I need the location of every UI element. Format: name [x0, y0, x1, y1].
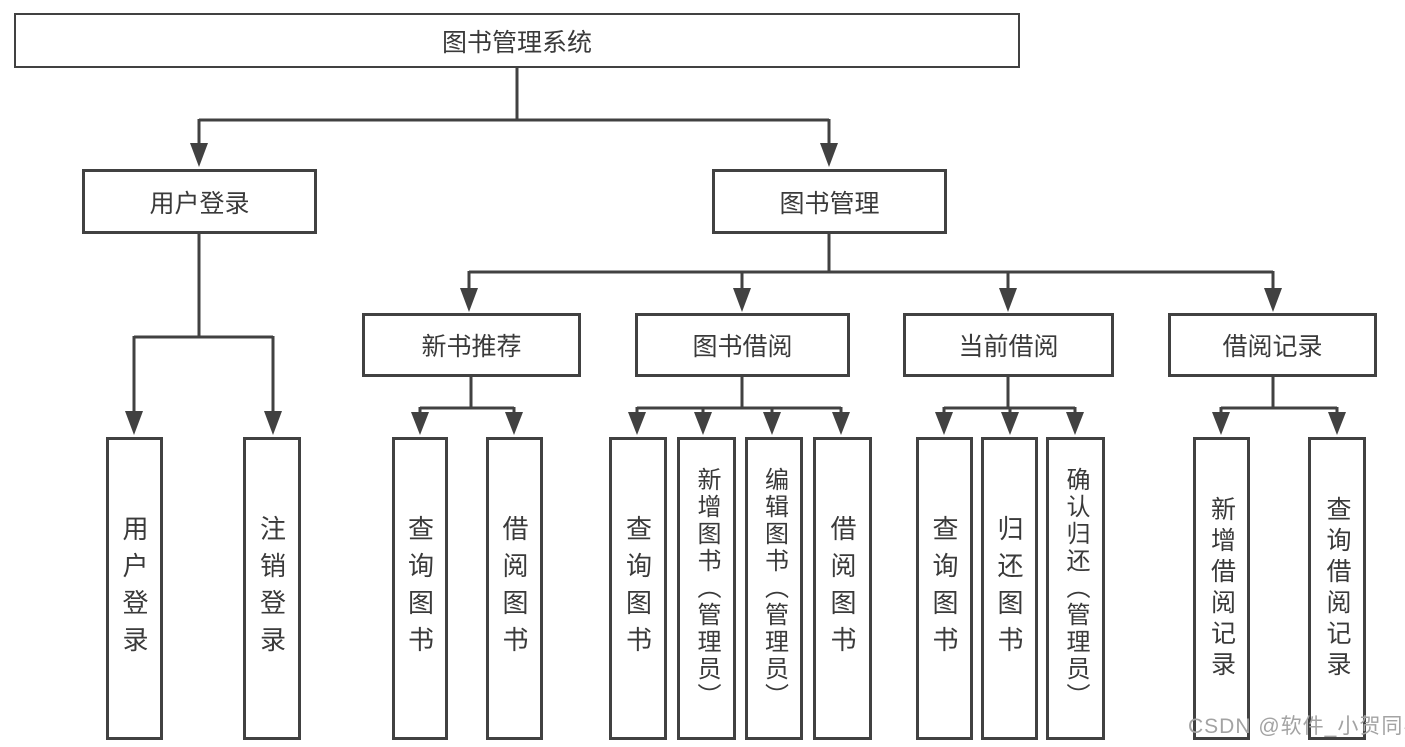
node-confirm-return-admin: 确认归还（管理员）	[1046, 437, 1105, 740]
node-return-book: 归还图书	[981, 437, 1038, 740]
node-label: 新增图书（管理员）	[693, 467, 720, 710]
node-current-borrowing: 当前借阅	[903, 313, 1114, 377]
node-label: 查询图书	[622, 514, 653, 663]
node-edit-book-admin: 编辑图书（管理员）	[745, 437, 803, 740]
node-book-borrowing: 图书借阅	[635, 313, 850, 377]
node-label: 借阅记录	[1222, 333, 1323, 361]
watermark: CSDN @软件_小贺同学	[1188, 715, 1405, 738]
node-book-management: 图书管理	[712, 169, 947, 234]
node-label: 查询借阅记录	[1323, 495, 1351, 682]
node-label: 新增借阅记录	[1207, 495, 1236, 682]
node-borrowing-records: 借阅记录	[1168, 313, 1377, 377]
node-label: 归还图书	[994, 514, 1024, 663]
arrowhead-icons	[125, 143, 1346, 435]
node-query-books-recommend: 查询图书	[392, 437, 448, 740]
node-label: 图书借阅	[692, 333, 793, 361]
node-new-book-recommendation: 新书推荐	[362, 313, 581, 377]
node-label: 图书管理系统	[441, 28, 592, 57]
node-label: 借阅图书	[827, 514, 857, 663]
node-borrow-books-borrowing: 借阅图书	[813, 437, 872, 740]
node-query-books-current: 查询图书	[916, 437, 973, 740]
node-library-management-system: 图书管理系统	[14, 13, 1020, 68]
node-user-login: 用户登录	[82, 169, 317, 234]
node-label: 当前借阅	[958, 333, 1059, 361]
node-user-login-leaf: 用户登录	[106, 437, 163, 740]
node-label: 借阅图书	[499, 514, 529, 663]
node-logout: 注销登录	[243, 437, 301, 740]
node-label: 图书管理	[779, 189, 880, 218]
node-label: 注销登录	[256, 514, 287, 663]
node-query-borrow-record: 查询借阅记录	[1308, 437, 1366, 740]
node-label: 新书推荐	[421, 333, 522, 361]
node-query-books-borrowing: 查询图书	[609, 437, 667, 740]
node-label: 用户登录	[149, 189, 250, 218]
node-label: 编辑图书（管理员）	[760, 467, 788, 710]
node-borrow-books-recommend: 借阅图书	[486, 437, 543, 740]
node-label: 查询图书	[929, 514, 959, 663]
node-add-borrow-record: 新增借阅记录	[1193, 437, 1250, 740]
node-label: 用户登录	[119, 514, 149, 663]
node-label: 查询图书	[404, 514, 435, 663]
node-label: 确认归还（管理员）	[1062, 467, 1089, 710]
node-add-book-admin: 新增图书（管理员）	[677, 437, 736, 740]
